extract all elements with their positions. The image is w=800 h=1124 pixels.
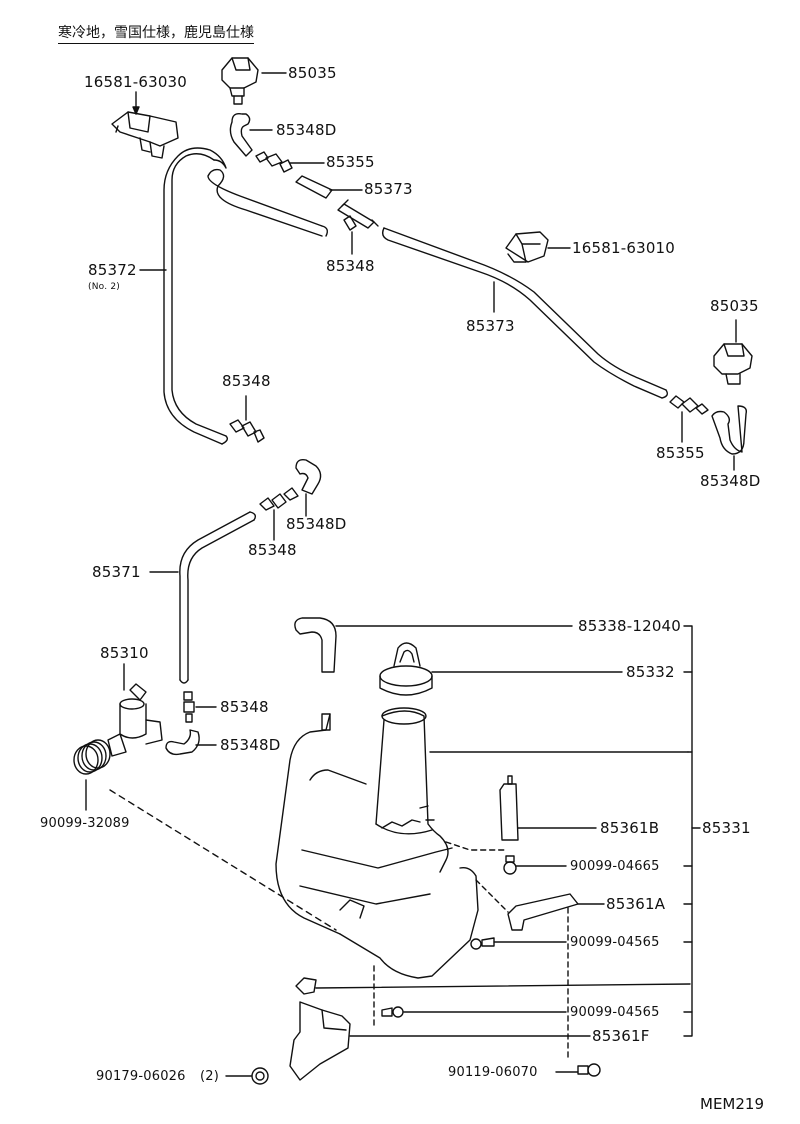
label-90119-06070: 90119-06070 [448, 1065, 538, 1080]
label-85348-b: 85348 [222, 372, 271, 390]
label-85332: 85332 [626, 663, 675, 681]
connector-85355-right [669, 395, 709, 415]
diagram-header: 寒冷地，雪国仕様，鹿児島仕様 [58, 22, 254, 44]
washer-tank [275, 707, 479, 979]
connector-85355-top [255, 151, 293, 173]
washer-nozzle-right [713, 343, 753, 385]
label-85348-c: 85348 [248, 541, 297, 559]
hose-85371 [179, 511, 257, 684]
label-85372-sub: (No. 2) [88, 282, 120, 292]
short-hose-85373 [295, 175, 333, 199]
label-85355-top: 85355 [326, 153, 375, 171]
label-90179-qty: (2) [200, 1069, 220, 1084]
connector-85348-lower [259, 487, 299, 511]
label-85348d-mid: 85348D [286, 515, 347, 533]
label-90099-04565-a: 90099-04565 [570, 935, 660, 950]
hose-85338 [294, 617, 337, 673]
label-85348d-low: 85348D [220, 736, 281, 754]
label-85361f: 85361F [592, 1027, 650, 1045]
bolt-90099-04565-b [381, 1006, 404, 1018]
nut-90179 [251, 1067, 269, 1085]
connector-85348-y [337, 199, 379, 231]
connector-85348-bottom [183, 691, 195, 723]
label-85348d-top: 85348D [276, 121, 337, 139]
label-85035-right: 85035 [710, 297, 759, 315]
label-85331: 85331 [702, 819, 751, 837]
label-90099-04665: 90099-04665 [570, 859, 660, 874]
label-85348-d: 85348 [220, 698, 269, 716]
washer-pump-motor [107, 683, 163, 757]
label-85348d-right: 85348D [700, 472, 761, 490]
hose-clip-right [505, 231, 549, 263]
pump-grommet [73, 739, 111, 775]
hose-85373-long [381, 227, 669, 399]
washer-nozzle-top [221, 57, 259, 105]
bolt-90099-04565-a [470, 937, 495, 950]
bracket-85361b [499, 775, 519, 841]
label-85035-top: 85035 [288, 64, 337, 82]
label-90099-04565-b: 90099-04565 [570, 1005, 660, 1020]
label-85338-12040: 85338-12040 [578, 617, 682, 635]
label-85371: 85371 [92, 563, 141, 581]
label-85361a: 85361A [606, 895, 666, 913]
bracket-85361a [507, 893, 579, 931]
label-85372: 85372 [88, 261, 137, 279]
label-85348-a: 85348 [326, 257, 375, 275]
connector-85348-mid [229, 419, 265, 443]
hose-clip-left [111, 111, 179, 159]
bolt-90119-06070 [577, 1063, 601, 1077]
tank-cap [379, 642, 433, 696]
label-90179-06026: 90179-06026 [96, 1069, 186, 1084]
label-90099-32089: 90099-32089 [40, 816, 130, 831]
label-85373-top: 85373 [364, 180, 413, 198]
label-16581-63030: 16581-63030 [84, 73, 188, 91]
elbow-hose-low [165, 729, 200, 756]
label-85310: 85310 [100, 644, 149, 662]
hose-85372 [163, 147, 329, 445]
label-85361b: 85361B [600, 819, 660, 837]
label-85373-mid: 85373 [466, 317, 515, 335]
diagram-code: MEM219 [700, 1095, 764, 1113]
label-85355-right: 85355 [656, 444, 705, 462]
elbow-hose-right [711, 405, 748, 455]
bracket-85361f [289, 977, 351, 1081]
bolt-90099-04665 [503, 855, 517, 875]
elbow-hose-mid [295, 458, 322, 495]
elbow-hose-top [229, 112, 253, 157]
label-16581-63010: 16581-63010 [572, 239, 676, 257]
